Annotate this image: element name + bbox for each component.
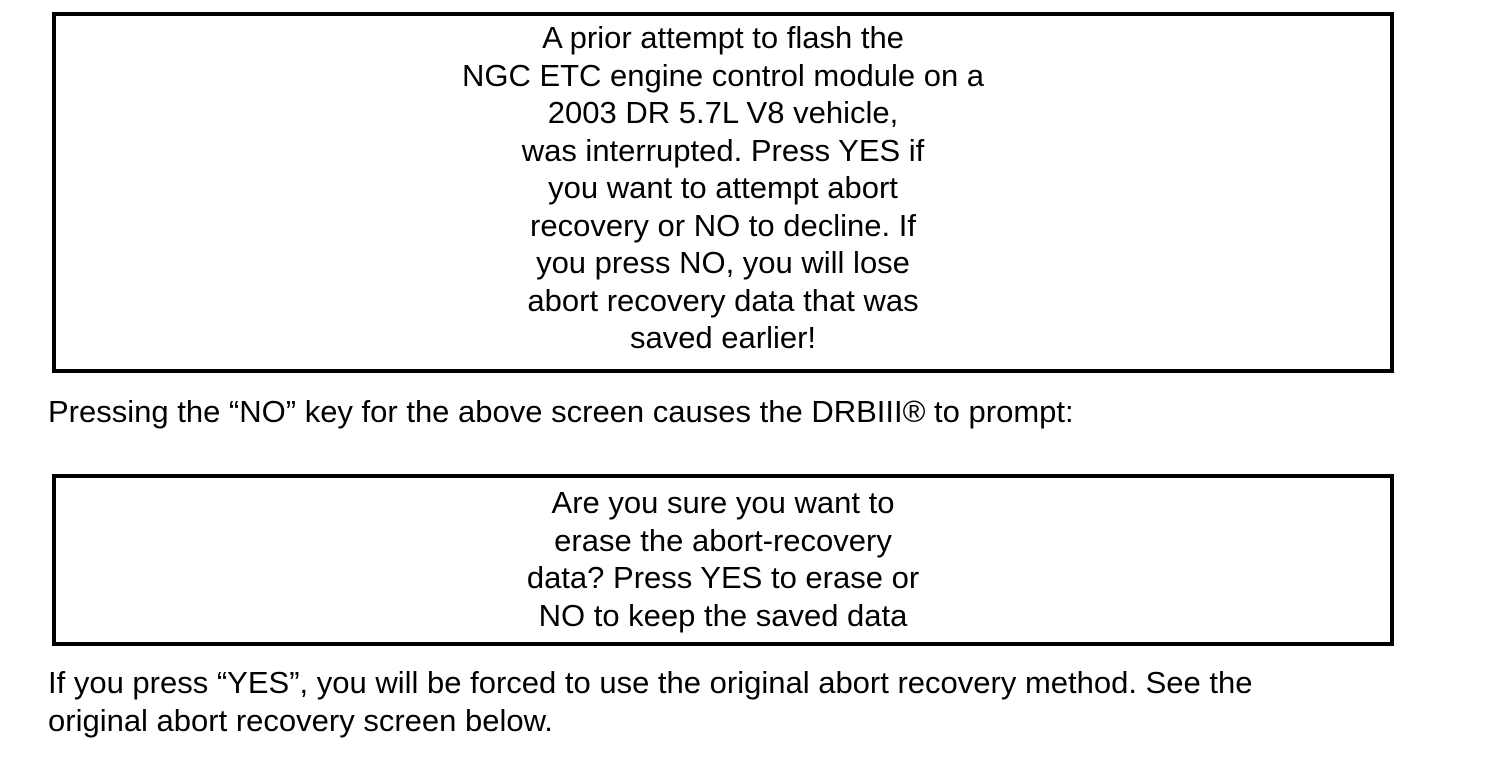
screen-line: you press NO, you will lose	[536, 245, 910, 280]
screen-line: NGC ETC engine control module on a	[461, 57, 985, 93]
drb-screen-flash-interrupted: A prior attempt to flash the NGC ETC eng…	[52, 12, 1394, 373]
screen-line: was interrupted. Press YES if	[521, 132, 925, 168]
screen-line: recovery or NO to decline. If	[530, 207, 916, 243]
screen-line: saved earlier!	[629, 320, 817, 355]
caption-line: If you press “YES”, you will be forced t…	[48, 665, 1253, 700]
screen-line: A prior attempt to flash the	[542, 20, 904, 55]
drb-screen-flash-interrupted-text: A prior attempt to flash the NGC ETC eng…	[56, 16, 1390, 357]
screen-line: abort recovery data that was	[527, 282, 919, 318]
screen-line: you want to attempt abort	[548, 170, 898, 205]
drb-screen-erase-confirm: Are you sure you want to erase the abort…	[52, 474, 1394, 646]
caption-line: Pressing the “NO” key for the above scre…	[48, 394, 1074, 429]
drb-screen-erase-confirm-text: Are you sure you want to erase the abort…	[56, 478, 1390, 634]
screen-line: NO to keep the saved data	[538, 597, 908, 633]
caption-no-key: Pressing the “NO” key for the above scre…	[48, 393, 1074, 431]
screen-line: erase the abort-recovery	[554, 522, 892, 558]
screen-line: data? Press YES to erase or	[526, 560, 920, 595]
screen-line: Are you sure you want to	[551, 485, 895, 520]
screen-line: 2003 DR 5.7L V8 vehicle,	[547, 95, 899, 130]
caption-yes-key: If you press “YES”, you will be forced t…	[48, 664, 1252, 739]
caption-line: original abort recovery screen below.	[48, 702, 553, 738]
